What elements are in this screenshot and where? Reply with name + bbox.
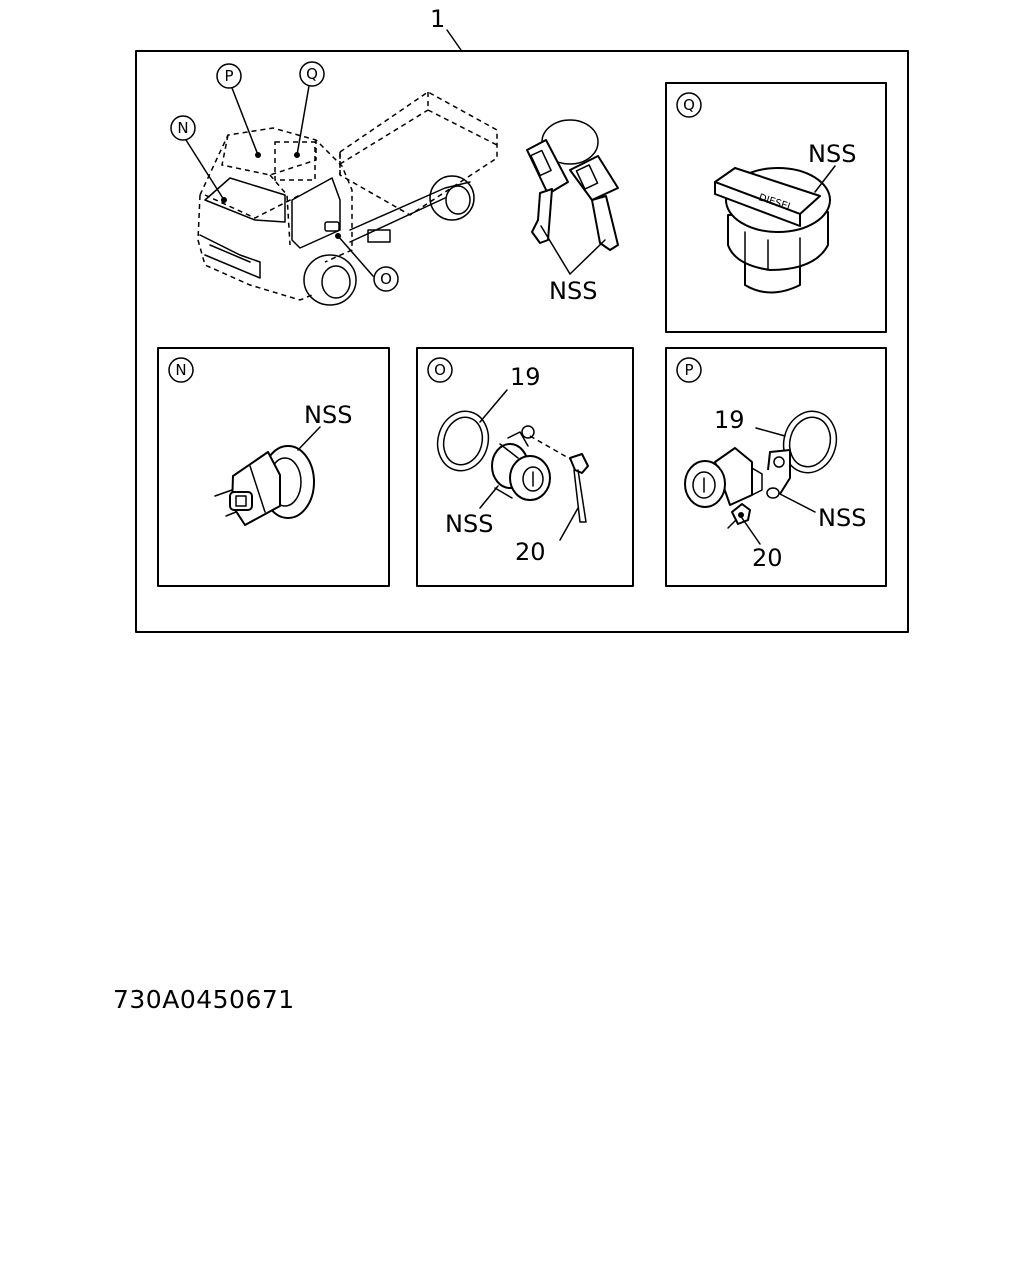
ignition-switch-illustration — [214, 445, 315, 526]
panel-q-frame — [665, 82, 887, 333]
truck-illustration — [185, 85, 498, 306]
panel-p-tag: P — [676, 357, 702, 383]
document-number: 730A0450671 — [113, 985, 295, 1014]
key-set-illustration — [526, 119, 619, 275]
panel-o-nss-label: NSS — [445, 510, 493, 538]
panel-p-clip-label: 20 — [752, 544, 783, 572]
panel-n-leader — [297, 426, 321, 451]
panel-p-clip-leader — [741, 517, 761, 545]
callout-1-leader — [446, 29, 462, 51]
panel-q-nss-label: NSS — [808, 140, 856, 168]
svg-text:Q: Q — [683, 96, 695, 114]
panel-q-leader — [814, 165, 836, 193]
panel-n-nss-label: NSS — [304, 401, 352, 429]
panel-n-tag: N — [168, 357, 194, 383]
svg-text:P: P — [224, 67, 233, 85]
svg-text:N: N — [177, 119, 188, 137]
callout-n: N — [170, 115, 196, 141]
fuel-cap-illustration: DIESEL — [714, 167, 831, 294]
callout-o: O — [373, 266, 399, 292]
panel-o-tag: O — [427, 357, 453, 383]
assembly-frame — [135, 50, 909, 633]
panel-p-ring-label: 19 — [714, 406, 745, 434]
panel-o-ring-leader — [479, 389, 508, 423]
svg-text:O: O — [380, 270, 392, 288]
panel-o-frame — [416, 347, 634, 587]
panel-o-ring-label: 19 — [510, 363, 541, 391]
door-lock-o-illustration — [436, 410, 589, 523]
panel-p-cylinder-leader — [779, 493, 816, 513]
callout-q: Q — [299, 61, 325, 87]
svg-text:O: O — [434, 361, 446, 379]
panel-p-nss-label: NSS — [818, 504, 866, 532]
panel-p-frame — [665, 347, 887, 587]
panel-n-frame — [157, 347, 390, 587]
panel-o-clip-label: 20 — [515, 538, 546, 566]
callout-1-label: 1 — [430, 5, 445, 33]
callout-p: P — [216, 63, 242, 89]
panel-o-clip-leader — [559, 507, 579, 541]
panel-p-ring-leader — [755, 427, 786, 437]
door-lock-p-illustration — [684, 410, 838, 529]
keys-nss-label: NSS — [549, 277, 597, 305]
panel-q-tag: Q — [676, 92, 702, 118]
svg-text:N: N — [175, 361, 186, 379]
svg-text:Q: Q — [306, 65, 318, 83]
panel-o-cylinder-leader — [479, 485, 499, 509]
svg-text:P: P — [684, 361, 693, 379]
